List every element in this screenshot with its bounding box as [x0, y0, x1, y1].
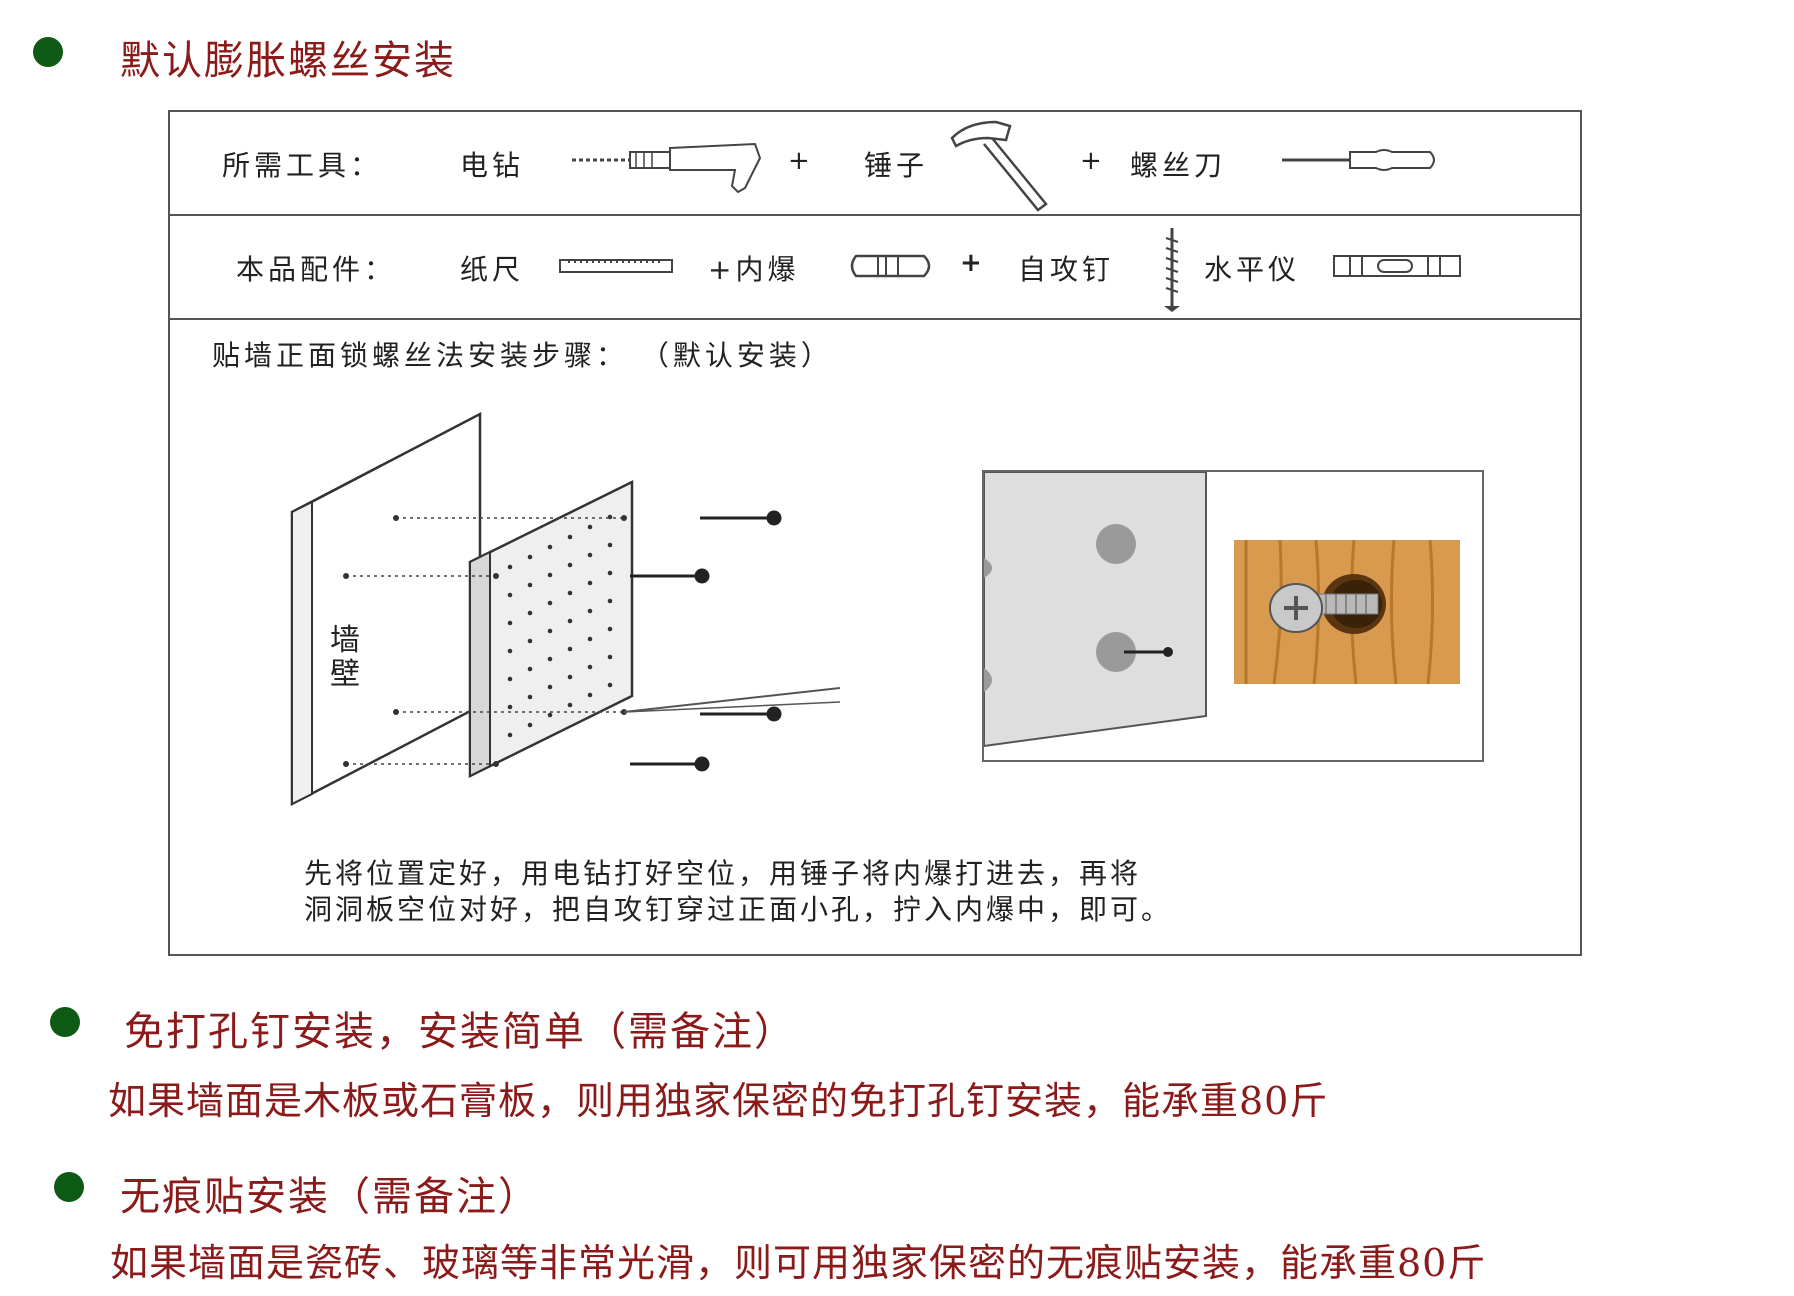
- caption-line-1: 先将位置定好，用电钻打好空位，用锤子将内爆打进去，再将: [304, 857, 1142, 890]
- accessory-level-label: 水平仪: [1204, 253, 1301, 286]
- wall-label-char-2: 壁: [330, 657, 360, 692]
- tools-label: 所需工具：: [222, 149, 383, 182]
- tool-hammer-label: 锤子: [864, 149, 929, 182]
- screw-icon: [1164, 228, 1180, 312]
- anchor-icon: [850, 254, 931, 278]
- tool-drill-label: 电钻: [460, 149, 525, 182]
- section-text-no-drill: 如果墙面是木板或石膏板，则用独家保密的免打孔钉安装，能承重80斤: [108, 1079, 1329, 1123]
- section-heading-traceless: 无痕贴安装（需备注）: [120, 1174, 540, 1220]
- section-heading-no-drill: 免打孔钉安装，安装简单（需备注）: [124, 1009, 796, 1055]
- plus-sign: +: [1080, 146, 1102, 176]
- accessory-screw-label: 自攻钉: [1018, 253, 1115, 286]
- accessory-ruler-label: 纸尺: [460, 253, 525, 286]
- bullet-icon: [33, 37, 63, 67]
- accessories-row: 本品配件： 纸尺 +内爆 + 自攻钉 水平仪: [170, 214, 1580, 320]
- installation-diagram: 所需工具： 电钻 + 锤子 + 螺丝刀 本品配件： 纸尺 +内爆: [168, 110, 1582, 956]
- drill-icon: [572, 142, 762, 194]
- exploded-view-illustration: [290, 411, 840, 807]
- accessory-anchor-label: +内爆: [708, 253, 800, 286]
- hammer-icon: [950, 120, 1048, 212]
- wall-label-char-1: 墙: [330, 623, 360, 658]
- detail-panel: [982, 470, 1484, 762]
- screwdriver-icon: [1282, 149, 1435, 171]
- bullet-icon: [54, 1172, 84, 1202]
- plus-sign: +: [960, 248, 982, 278]
- tool-screwdriver-label: 螺丝刀: [1130, 149, 1227, 182]
- plus-sign: +: [788, 146, 810, 176]
- section-text-traceless: 如果墙面是瓷砖、玻璃等非常光滑，则可用独家保密的无痕贴安装，能承重80斤: [110, 1241, 1487, 1285]
- bullet-icon: [50, 1007, 80, 1037]
- level-icon: [1333, 255, 1461, 277]
- ruler-icon: [559, 259, 673, 273]
- caption-line-2: 洞洞板空位对好，把自攻钉穿过正面小孔，拧入内爆中，即可。: [304, 893, 1173, 926]
- steps-title: 贴墙正面锁螺丝法安装步骤： （默认安装）: [212, 339, 833, 372]
- section-heading-default: 默认膨胀螺丝安装: [120, 38, 456, 84]
- detail-board-illustration: [984, 472, 1460, 748]
- tools-row: 所需工具： 电钻 + 锤子 + 螺丝刀: [170, 112, 1580, 216]
- wall-label: 墙 壁: [330, 624, 360, 692]
- accessories-label: 本品配件：: [236, 253, 397, 286]
